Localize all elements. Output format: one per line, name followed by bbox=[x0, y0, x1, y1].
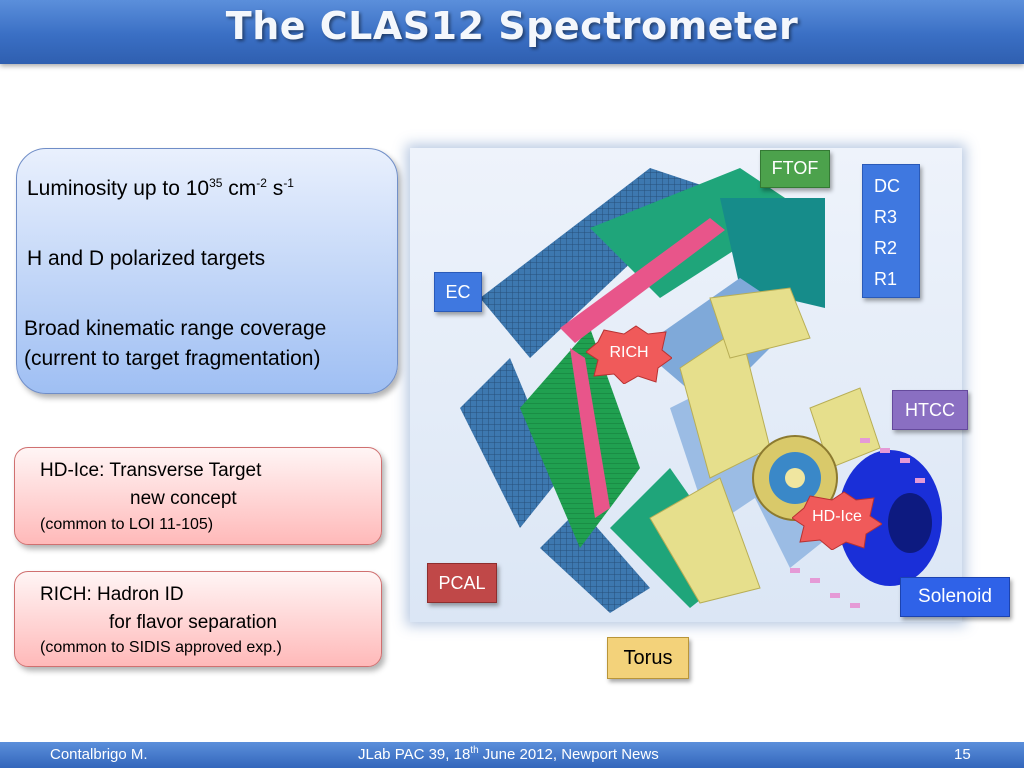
cm-exponent: -2 bbox=[256, 176, 267, 190]
hdice-line-1: HD-Ice: Transverse Target bbox=[40, 460, 262, 481]
title-bar: The CLAS12 Spectrometer bbox=[0, 0, 1024, 64]
pcal-label: PCAL bbox=[427, 563, 497, 603]
luminosity-line: Luminosity up to 1035 cm-2 s-1 bbox=[27, 177, 294, 201]
pcal-panel-left bbox=[520, 328, 640, 548]
solenoid-label: Solenoid bbox=[900, 577, 1010, 617]
sector-right bbox=[720, 198, 825, 308]
coverage-line-1: Broad kinematic range coverage bbox=[24, 317, 327, 340]
clas12-detector-illustration bbox=[460, 168, 942, 613]
rich-line-2: for flavor separation bbox=[109, 612, 277, 633]
luminosity-text: Luminosity up to 10 bbox=[27, 177, 210, 200]
ec-wedge-left bbox=[460, 358, 560, 528]
luminosity-exponent: 35 bbox=[209, 176, 223, 190]
hdice-box: HD-Ice: Transverse Target new concept (c… bbox=[14, 447, 382, 545]
footer-event: JLab PAC 39, 18th June 2012, Newport New… bbox=[358, 745, 659, 764]
hdice-line-3: (common to LOI 11-105) bbox=[40, 516, 214, 533]
features-box: Luminosity up to 1035 cm-2 s-1 H and D p… bbox=[16, 148, 398, 394]
rich-band-left bbox=[570, 348, 610, 518]
forward-elements bbox=[790, 438, 925, 608]
rich-band-top bbox=[560, 218, 725, 343]
footer-event-suffix: June 2012, Newport News bbox=[478, 746, 659, 763]
footer-bar: Contalbrigo M. JLab PAC 39, 18th June 20… bbox=[0, 742, 1024, 768]
r1-label-text: R1 bbox=[874, 269, 898, 289]
r3-label-text: R3 bbox=[874, 207, 898, 227]
targets-line: H and D polarized targets bbox=[27, 247, 266, 270]
luminosity-unit-cm: cm bbox=[222, 177, 257, 200]
ec-wedge-bottom bbox=[540, 508, 650, 613]
rich-line-3: (common to SIDIS approved exp.) bbox=[40, 639, 282, 656]
hdice-line-2: new concept bbox=[130, 488, 237, 509]
rich-box: RICH: Hadron ID for flavor separation (c… bbox=[14, 571, 382, 667]
footer-event-sup: th bbox=[470, 745, 479, 756]
slide-title: The CLAS12 Spectrometer bbox=[225, 4, 799, 48]
footer-page-number: 15 bbox=[954, 746, 971, 763]
rich-star-label: RICH bbox=[609, 344, 649, 361]
torus-label: Torus bbox=[607, 637, 689, 679]
htcc-label: HTCC bbox=[892, 390, 968, 430]
hdice-star: HD-Ice bbox=[792, 490, 882, 550]
rich-star-shape bbox=[586, 325, 672, 384]
r2-label-text: R2 bbox=[874, 238, 898, 258]
solenoid-bore bbox=[888, 493, 932, 553]
ec-label: EC bbox=[434, 272, 482, 312]
dc-label-text: DC bbox=[874, 176, 900, 196]
s-exponent: -1 bbox=[283, 176, 294, 190]
target-core bbox=[785, 468, 805, 488]
hdice-star-label: HD-Ice bbox=[812, 508, 862, 525]
coverage-line-2: (current to target fragmentation) bbox=[24, 347, 321, 370]
hdice-star-shape bbox=[792, 491, 882, 550]
footer-author: Contalbrigo M. bbox=[50, 746, 148, 763]
rich-line-1: RICH: Hadron ID bbox=[40, 584, 184, 605]
footer-event-prefix: JLab PAC 39, 18 bbox=[358, 746, 471, 763]
dc-label: DC R3 R2 R1 bbox=[862, 164, 920, 298]
torus-coil-3 bbox=[649, 477, 761, 604]
torus-coil-2 bbox=[709, 287, 811, 359]
ftof-label: FTOF bbox=[760, 150, 830, 188]
rich-star: RICH bbox=[586, 324, 672, 384]
luminosity-unit-s: s bbox=[266, 177, 284, 200]
